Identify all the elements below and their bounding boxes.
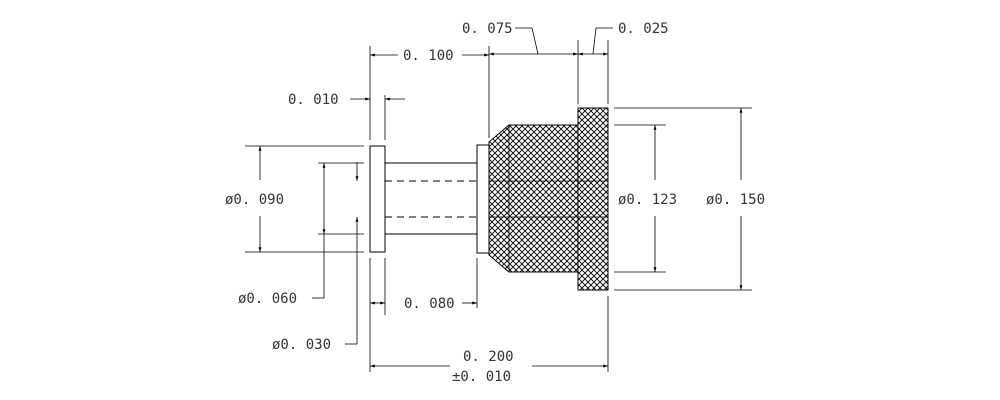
left-flange <box>369 145 386 253</box>
dim-label-0200: 0. 200 <box>463 349 514 365</box>
dimension-labels: 0. 075 0. 025 0. 100 0. 010 ø0. 090 ø0. … <box>225 21 765 385</box>
dim-label-0080: 0. 080 <box>404 296 455 312</box>
dim-label-dia-0150: ø0. 150 <box>706 192 765 208</box>
dim-label-dia-0123: ø0. 123 <box>618 192 677 208</box>
collar <box>476 144 490 254</box>
knurled-flange <box>577 107 609 291</box>
dim-label-0100: 0. 100 <box>403 48 454 64</box>
pin-part <box>369 107 609 291</box>
knurled-body <box>488 124 579 273</box>
dim-label-0025: 0. 025 <box>618 21 669 37</box>
extension-lines <box>245 40 752 372</box>
dimension-lines <box>258 27 743 368</box>
dim-label-0010: 0. 010 <box>288 92 339 108</box>
dim-label-0075: 0. 075 <box>462 21 513 37</box>
dim-label-dia-0090: ø0. 090 <box>225 192 284 208</box>
dim-label-tolerance: ±0. 010 <box>452 369 511 385</box>
dim-label-dia-0030: ø0. 030 <box>272 337 331 353</box>
dim-label-dia-0060: ø0. 060 <box>238 291 297 307</box>
